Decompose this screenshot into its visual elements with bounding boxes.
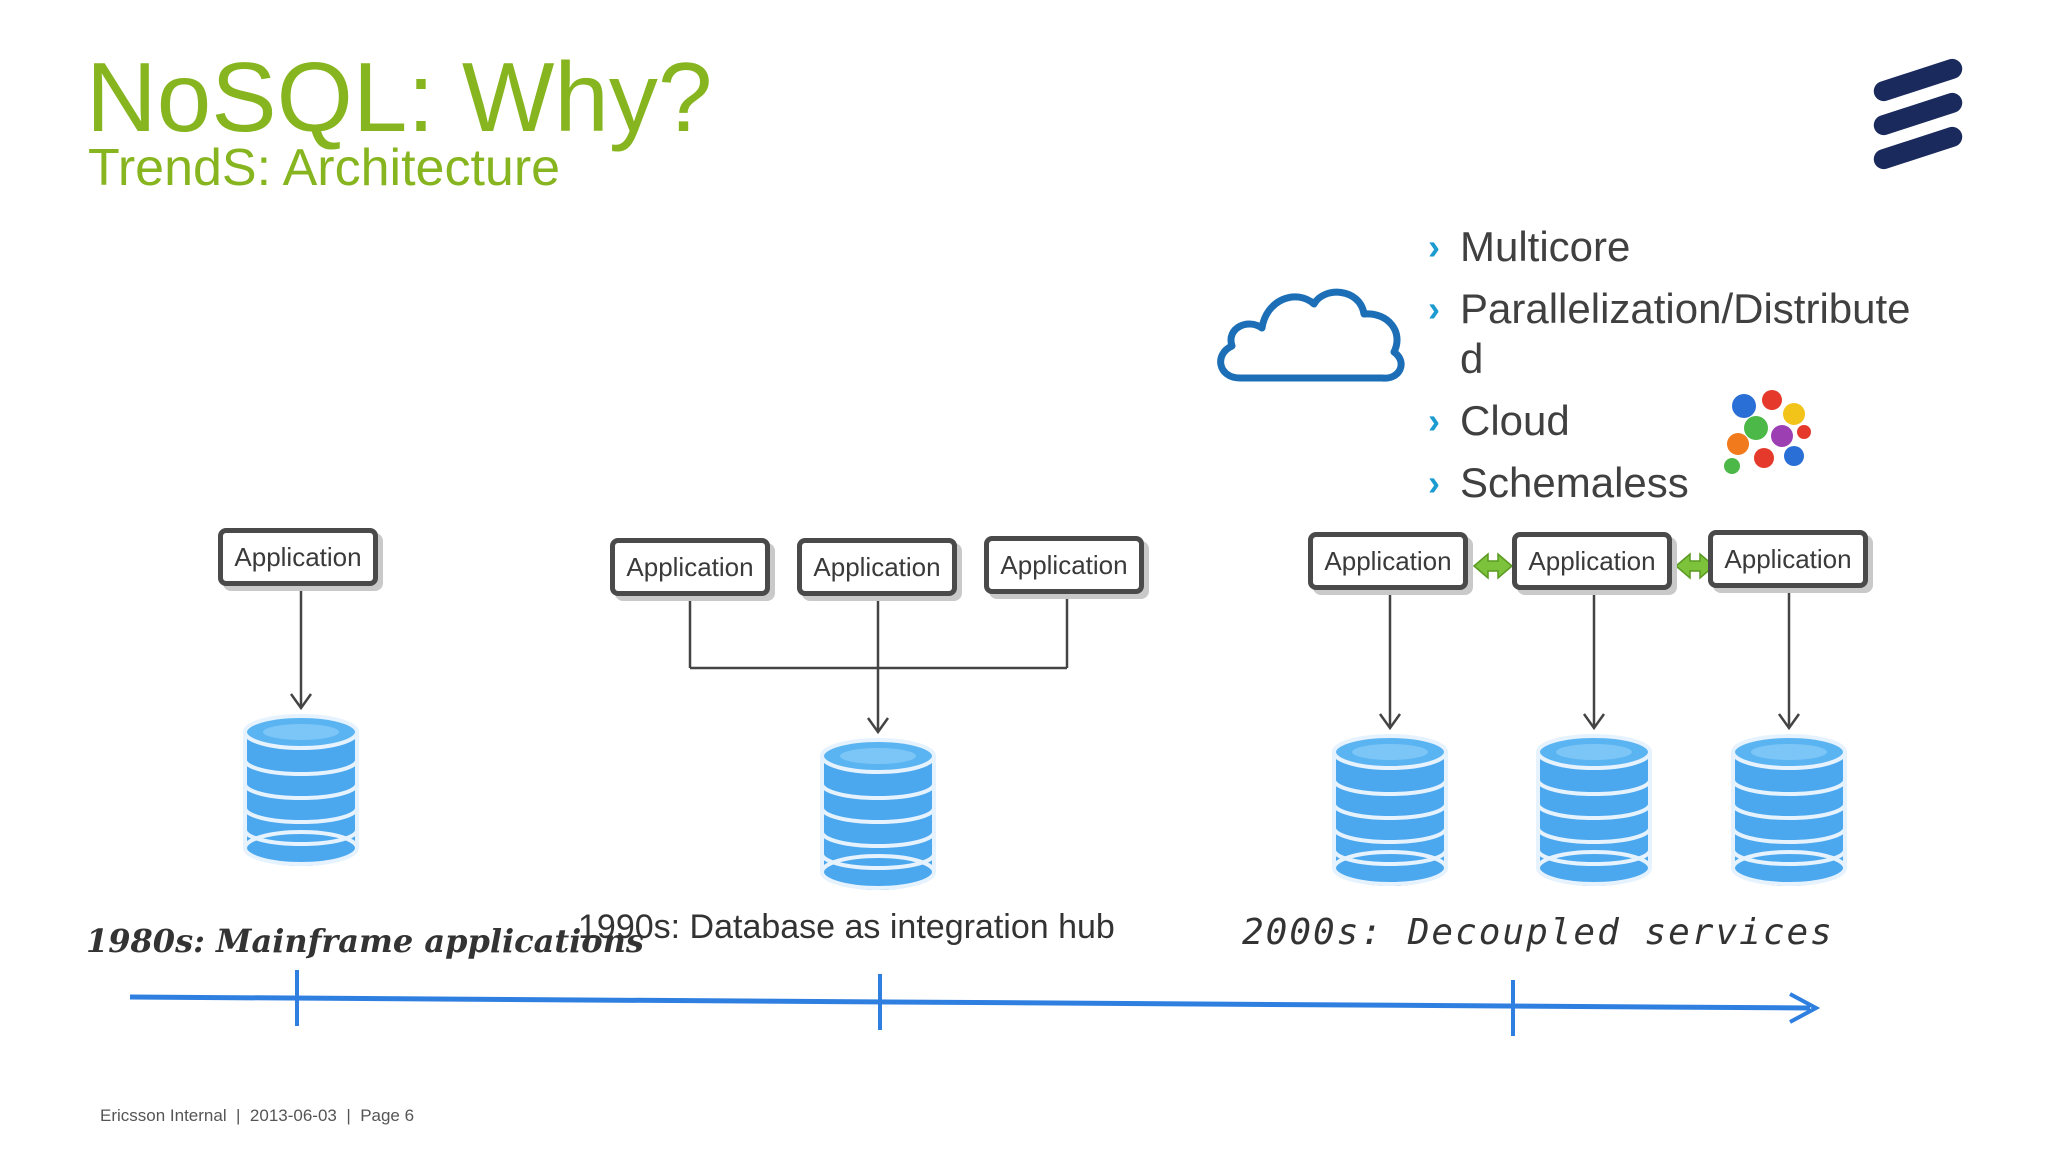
application-label: Application — [234, 541, 362, 572]
database-icon — [1536, 734, 1652, 888]
application-label: Application — [1724, 543, 1852, 574]
database-icon — [1332, 734, 1448, 888]
application-box: Application — [1512, 532, 1672, 590]
bullet-item: › Cloud — [1428, 396, 1948, 446]
application-label: Application — [813, 551, 941, 582]
bullet-item: › Parallelization/Distribute d — [1428, 284, 1948, 384]
bullet-text: Cloud — [1460, 397, 1570, 444]
slide-subtitle: TrendS: Architecture — [88, 139, 561, 197]
bullet-text: Parallelization/Distribute d — [1460, 285, 1911, 382]
caption-1980s: 1980s: Mainframe applications — [86, 922, 644, 960]
ericsson-logo-icon — [1873, 58, 1963, 170]
application-box: Application — [1308, 532, 1468, 590]
trend-bullet-list: › Multicore › Parallelization/Distribute… — [1428, 222, 1948, 520]
chevron-bullet-icon: › — [1428, 226, 1440, 267]
slide-title: NoSQL: Why? — [86, 42, 713, 152]
caption-1990s: 1990s: Database as integration hub — [578, 908, 1115, 946]
bidirectional-arrow-icon — [1472, 552, 1514, 580]
arrowhead — [1378, 713, 1402, 731]
timeline-arrowhead — [1789, 992, 1821, 1024]
application-box: Application — [984, 536, 1144, 594]
chevron-bullet-icon: › — [1428, 288, 1440, 329]
bullet-text: Schemaless — [1460, 459, 1689, 506]
application-label: Application — [626, 551, 754, 582]
timeline-axis — [129, 994, 1811, 1011]
slide-footer: Ericsson Internal | 2013-06-03 | Page 6 — [100, 1106, 415, 1125]
application-box: Application — [610, 538, 770, 596]
database-icon — [1731, 734, 1847, 888]
application-label: Application — [1324, 545, 1452, 576]
arrowhead — [866, 717, 890, 735]
database-icon — [243, 714, 359, 868]
arrowhead — [289, 693, 313, 711]
caption-2000s: 2000s: Decoupled services — [1242, 912, 1834, 953]
application-box: Application — [797, 538, 957, 596]
database-icon — [820, 738, 936, 892]
painted-hands-image — [1724, 390, 1811, 474]
arrowhead — [1777, 713, 1801, 731]
application-label: Application — [1000, 549, 1128, 580]
bullet-item: › Multicore — [1428, 222, 1948, 272]
application-label: Application — [1528, 545, 1656, 576]
chevron-bullet-icon: › — [1428, 462, 1440, 503]
bullet-item: › Schemaless — [1428, 458, 1948, 508]
application-box: Application — [1708, 530, 1868, 588]
bullet-text: Multicore — [1460, 223, 1631, 270]
application-box: Application — [218, 528, 378, 586]
chevron-bullet-icon: › — [1428, 400, 1440, 441]
cloud-icon — [1217, 288, 1405, 382]
arrowhead — [1582, 713, 1606, 731]
